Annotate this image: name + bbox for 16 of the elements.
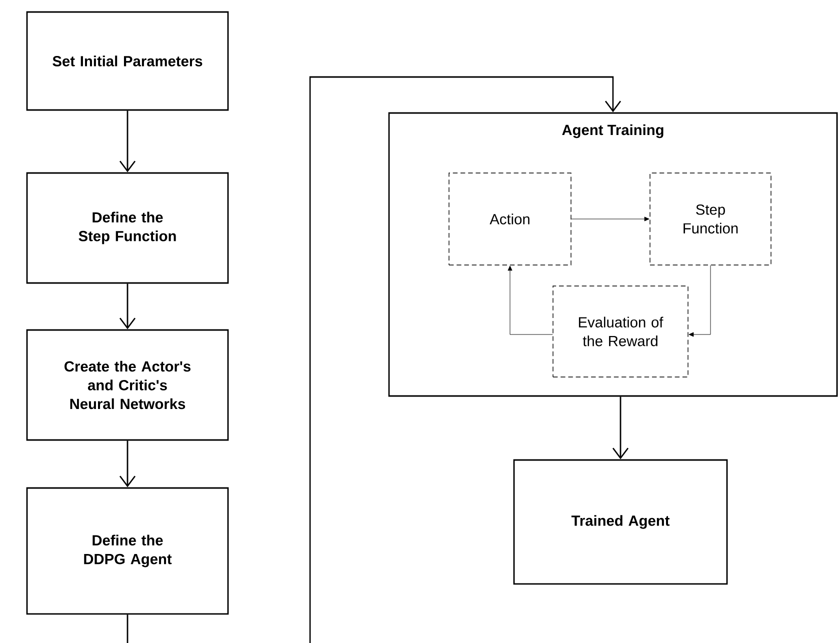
arrow [688,265,711,337]
process-box: Define the Step Function [26,172,229,284]
arrow [309,76,622,643]
arrow [119,284,136,330]
process-box: Set Initial Parameters [26,11,229,111]
process-box: Define the DDPG Agent [26,487,229,615]
step-box: Step Function [650,172,772,266]
arrow [571,216,650,222]
step-box: Evaluation of the Reward [552,286,688,378]
arrow [119,440,136,488]
process-box: Trained Agent [513,459,728,585]
step-box: Action [448,172,572,266]
process-box: Create the Actor's and Critic's Neural Networks [26,329,229,441]
arrow [508,266,553,335]
arrow [612,396,629,460]
arrow [119,110,136,172]
